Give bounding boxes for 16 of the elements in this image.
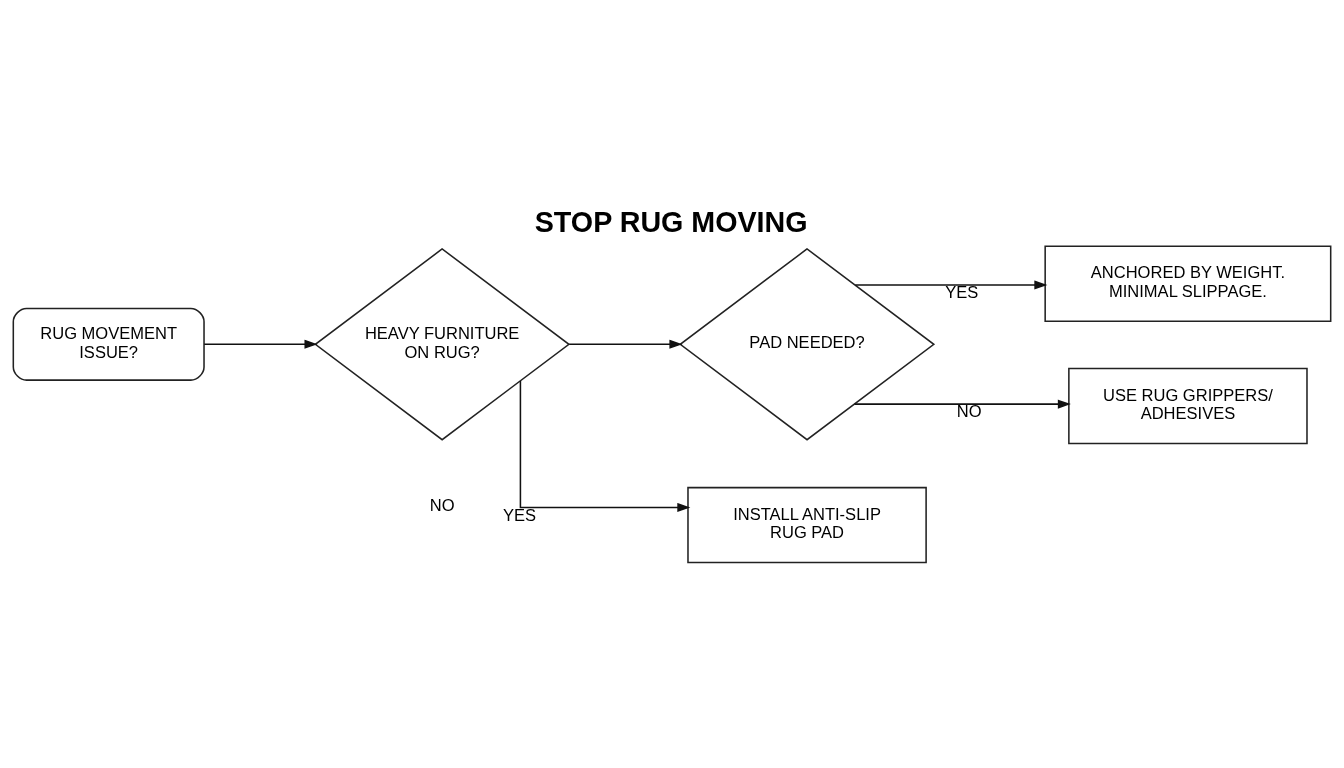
arrow [854, 280, 1048, 290]
arrow [519, 380, 691, 513]
edge-label: NO [956, 402, 982, 422]
label: NO [429, 496, 455, 516]
node-box: USE RUG GRIPPERS/ ADHESIVES [1068, 367, 1308, 445]
diagram-title: STOP RUG MOVING [534, 205, 808, 238]
node-box: ANCHORED BY WEIGHT. MINIMAL SLIPPAGE. [1044, 245, 1332, 322]
arrow [853, 399, 1071, 409]
edge-label: YES [945, 283, 979, 303]
edge-label: YES [502, 505, 536, 525]
arrow [568, 339, 683, 349]
node-diamond: PAD NEEDED? [679, 248, 936, 441]
node-box: INSTALL ANTI-SLIP RUG PAD [687, 486, 927, 564]
arrow [203, 339, 318, 349]
node-diamond: HEAVY FURNITURE ON RUG? [314, 248, 571, 441]
node-box: RUG MOVEMENT ISSUE? [12, 307, 205, 381]
